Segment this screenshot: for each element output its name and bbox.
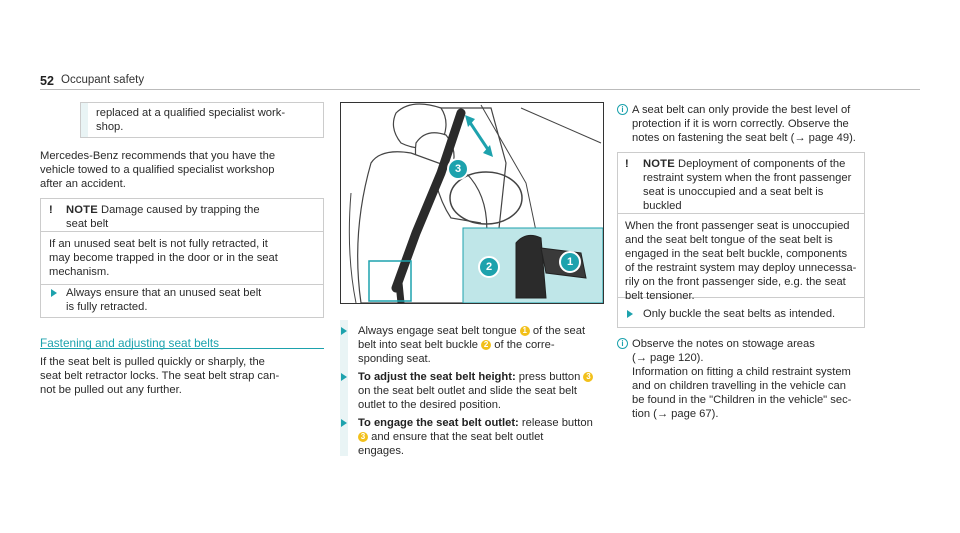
note2-body-line-4: of the restraint system may deploy unnec… [625,262,857,274]
note2-title-line-2: restraint system when the front passenge… [643,172,852,184]
continuation-bar [80,103,88,137]
callout-2-inline: 2 [481,340,492,351]
step3-line-1: To engage the seat belt outlet: release … [358,417,593,429]
step-arrow-icon [341,373,347,381]
note2-title-line-4: buckled [643,200,682,212]
note1-step-line-1: Always ensure that an unused seat belt [66,287,262,299]
step2-line-1: To adjust the seat belt height: press bu… [358,371,608,385]
callout-1-inline: 1 [519,326,530,337]
para2-line-2: seat belt retractor locks. The seat belt… [40,370,280,382]
note1-box [40,198,324,318]
para1-line-1: Mercedes-Benz recommends that you have t… [40,150,276,162]
info-icon: i [617,338,628,349]
callout-3-inline: 3 [583,372,594,383]
step1-line-3: sponding seat. [358,353,431,365]
note1-step-line-2: is fully retracted. [66,301,148,313]
step3-line-2: 3 and ensure that the seat belt outlet [358,431,543,445]
note2-body-line-3: engaged in the seat belt buckle, compone… [625,248,848,260]
note2-body-line-1: When the front passenger seat is unoccup… [625,220,850,232]
section-title-rule [40,348,324,349]
callout-3-inline: 3 [358,432,368,443]
step-arrow-icon [627,310,633,318]
note2-box [617,152,865,328]
step3-line-3: engages. [358,445,405,457]
note2-divider [617,213,865,214]
note2-title-line-3: seat is unoccupied and a seat belt is [643,186,824,198]
note2-body-line-5: rily on the front passenger side, e.g. t… [625,276,846,288]
warning-icon: ! [625,158,629,170]
step1-line-2: belt into seat belt buckle 2 of the corr… [358,339,555,351]
continuation-line-1: replaced at a qualified specialist work- [96,107,286,119]
callout-3: 3 [447,158,469,180]
para2-line-3: not be pulled out any further. [40,384,182,396]
warning-icon: ! [49,204,53,216]
info2-line-1: Observe the notes on stowage areas [632,338,815,350]
note1-title-line-1: NOTE Damage caused by trapping the [66,204,260,216]
info1-line-1: A seat belt can only provide the best le… [632,104,851,116]
note1-divider [40,231,324,232]
step-arrow-icon [341,327,347,335]
info1-line-2: protection if it is worn correctly. Obse… [632,118,849,130]
page-number: 52 [40,74,54,88]
continuation-line-2: shop. [96,121,124,133]
info2-line-3: Information on fitting a child restraint… [632,366,851,378]
note1-body-line-2: may become trapped in the door or in the… [49,252,278,264]
step2-line-2: on the seat belt outlet and slide the se… [358,385,577,397]
callout-1: 1 [559,251,581,273]
seat-belt-illustration: 3 2 1 [340,102,604,304]
step-arrow-icon [51,289,57,297]
note2-body-line-6: belt tensioner. [625,290,695,302]
section-title: Fastening and adjusting seat belts [40,336,220,350]
info2-line-4: and on children travelling in the vehicl… [632,380,846,392]
step2-line-3: outlet to the desired position. [358,399,502,411]
para2-line-1: If the seat belt is pulled quickly or sh… [40,356,265,368]
note2-divider-2 [617,297,865,298]
note1-divider-2 [40,284,324,285]
note2-title-line-1: NOTE Deployment of components of the [643,158,846,170]
info2-line-6: tion (→ page 67). [632,408,719,420]
para1-line-3: after an accident. [40,178,126,190]
info2-line-5: be found in the "Children in the vehicle… [632,394,852,406]
illustration-drawing [348,103,603,303]
info-icon: i [617,104,628,115]
note1-body-line-3: mechanism. [49,266,110,278]
info1-line-3: notes on fastening the seat belt (→ page… [632,132,856,144]
para1-line-2: vehicle towed to a qualified specialist … [40,164,275,176]
note1-title-line-2: seat belt [66,218,109,230]
note1-body-line-1: If an unused seat belt is not fully retr… [49,238,268,250]
running-header: Occupant safety [61,74,145,86]
note2-step: Only buckle the seat belts as intended. [643,308,836,320]
step-arrow-icon [341,419,347,427]
header-rule [40,89,920,90]
callout-2: 2 [478,256,500,278]
note2-body-line-2: and the seat belt tongue of the seat bel… [625,234,833,246]
step1-line-1: Always engage seat belt tongue 1 of the … [358,325,586,337]
steps-bar [340,320,348,456]
continuation-box [80,102,324,138]
info2-line-2: (→ page 120). [632,352,704,364]
